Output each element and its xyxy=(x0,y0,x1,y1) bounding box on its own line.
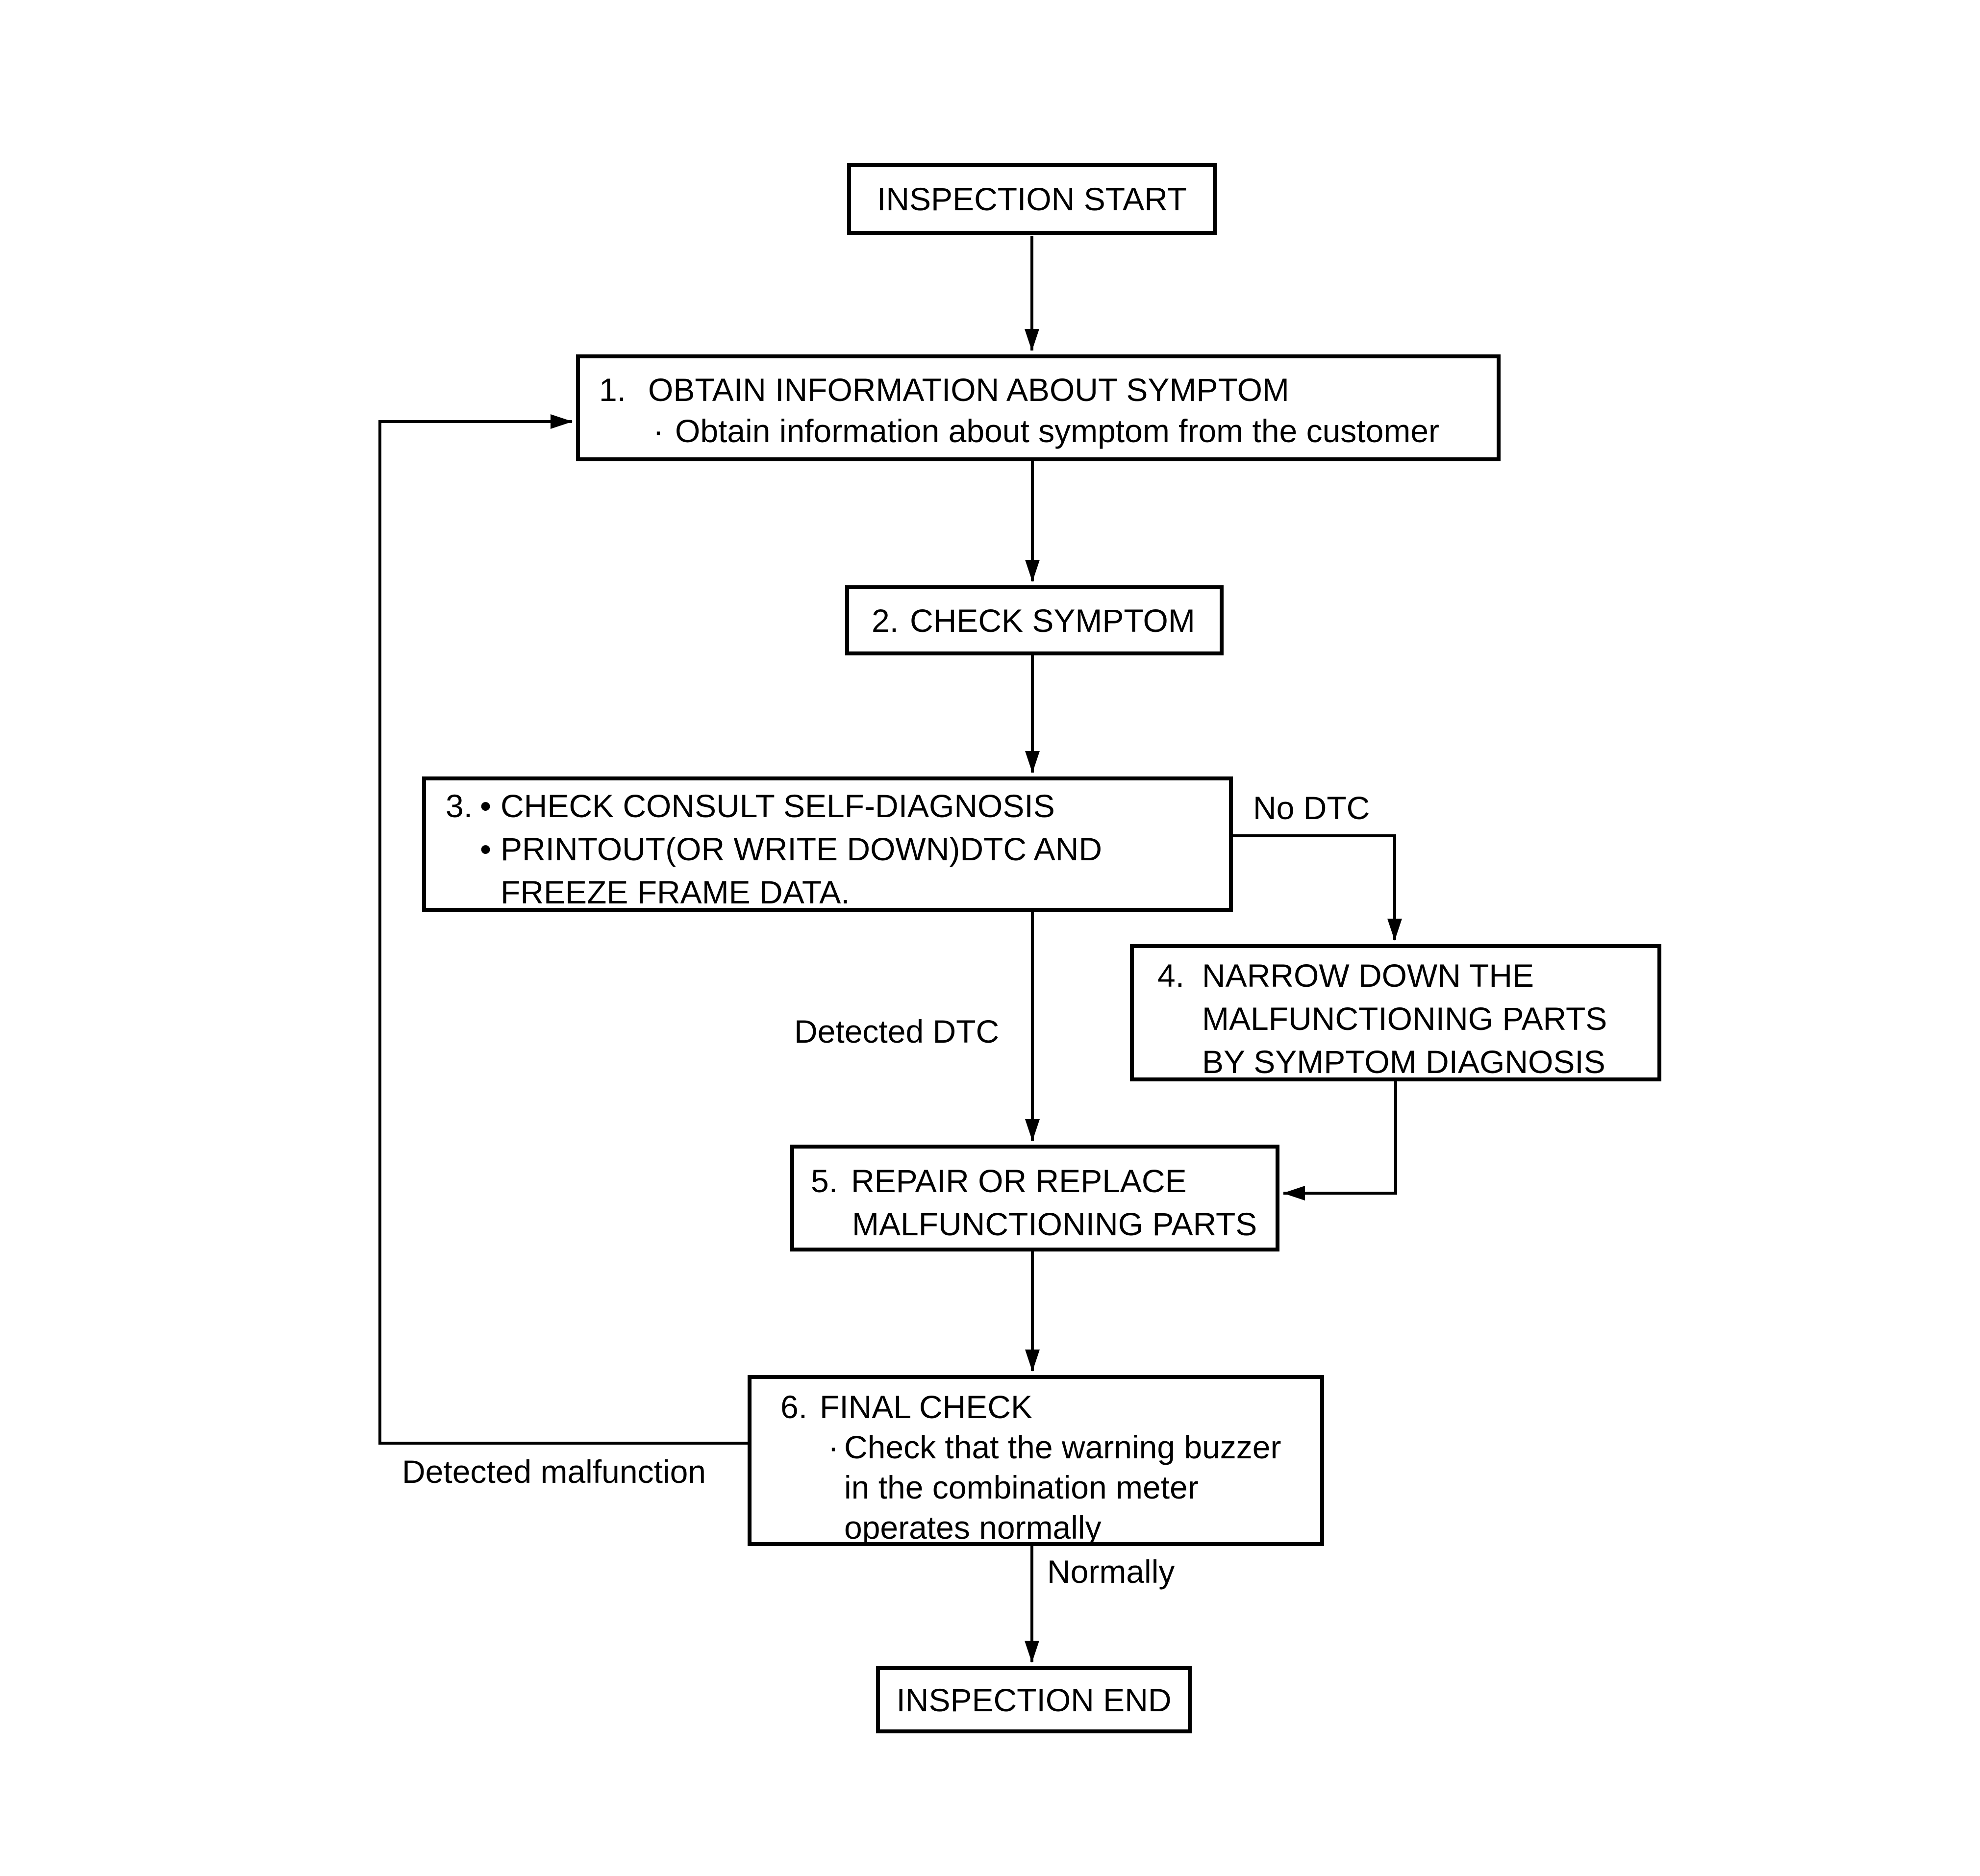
bullet-icon: • xyxy=(480,788,492,824)
node-inspection-end: INSPECTION END xyxy=(876,1666,1192,1733)
step5-text1: REPAIR OR REPLACE xyxy=(851,1163,1187,1199)
edge-step3-to-step4-no-dtc xyxy=(1230,834,1402,941)
node-step4-narrow-down: 4. NARROW DOWN THE MALFUNCTIONING PARTS B… xyxy=(1130,944,1661,1081)
edge-label-no-dtc: No DTC xyxy=(1253,790,1370,826)
step3-line3: FREEZE FRAME DATA. xyxy=(501,871,1224,914)
step2-number: 2. xyxy=(872,602,899,639)
step3-text1: CHECK CONSULT SELF-DIAGNOSIS xyxy=(501,788,1055,824)
step3-text2: PRINTOUT(OR WRITE DOWN)DTC AND xyxy=(501,831,1103,867)
step4-line2: MALFUNCTIONING PARTS xyxy=(1202,997,1653,1040)
step1-note: Obtain information about symptom from th… xyxy=(675,413,1439,449)
step4-text3: BY SYMPTOM DIAGNOSIS xyxy=(1202,1044,1605,1080)
dot-bullet-icon: · xyxy=(828,1429,839,1465)
step6-title: FINAL CHECK xyxy=(820,1389,1032,1425)
step5-line1: 5. REPAIR OR REPLACE xyxy=(811,1159,1271,1202)
node-step1-obtain-information: 1. OBTAIN INFORMATION ABOUT SYMPTOM · Obta… xyxy=(576,354,1501,461)
step6-detail-line2: in the combination meter xyxy=(844,1467,1315,1507)
dot-bullet-icon: · xyxy=(653,413,664,449)
edge-step4-to-step5 xyxy=(1283,1081,1397,1201)
step4-line3: BY SYMPTOM DIAGNOSIS xyxy=(1202,1040,1653,1083)
node-step2-check-symptom: 2. CHECK SYMPTOM xyxy=(845,585,1224,655)
step6-detail2: in the combination meter xyxy=(844,1469,1199,1505)
inspection-start-label: INSPECTION START xyxy=(877,181,1187,217)
step5-number: 5. xyxy=(811,1163,838,1199)
step2-title: CHECK SYMPTOM xyxy=(910,602,1195,639)
node-step5-repair-replace: 5. REPAIR OR REPLACE MALFUNCTIONING PARTS xyxy=(790,1145,1279,1251)
node-step6-final-check: 6. FINAL CHECK ·Check that the warning bu… xyxy=(748,1375,1324,1546)
bullet-icon: • xyxy=(480,831,492,867)
edge-label-detected-dtc: Detected DTC xyxy=(794,1013,1000,1050)
step3-text3: FREEZE FRAME DATA. xyxy=(501,874,850,910)
step6-title-line: 6. FINAL CHECK xyxy=(780,1387,1315,1427)
step4-line1: 4. NARROW DOWN THE xyxy=(1157,954,1653,997)
node-inspection-start: INSPECTION START xyxy=(847,163,1217,235)
step3-line1: 3.•CHECK CONSULT SELF-DIAGNOSIS xyxy=(446,784,1224,827)
step5-line2: MALFUNCTIONING PARTS xyxy=(852,1202,1271,1246)
edge-label-normally: Normally xyxy=(1047,1553,1175,1590)
edge-step6-to-step1-detected-malfunction xyxy=(378,414,749,1445)
step1-note-line: · Obtain information about symptom from t… xyxy=(653,410,1492,451)
step1-title: OBTAIN INFORMATION ABOUT SYMPTOM xyxy=(648,372,1289,408)
step6-number: 6. xyxy=(780,1389,808,1425)
step3-number: 3. xyxy=(446,788,473,824)
step4-text2: MALFUNCTIONING PARTS xyxy=(1202,1001,1607,1037)
edge-label-detected-malfunction: Detected malfunction xyxy=(402,1453,706,1490)
step2-title-line: 2. CHECK SYMPTOM xyxy=(872,602,1195,639)
step1-number: 1. xyxy=(599,372,627,408)
step3-line2: •PRINTOUT(OR WRITE DOWN)DTC AND xyxy=(480,827,1224,871)
step5-text2: MALFUNCTIONING PARTS xyxy=(852,1206,1257,1242)
inspection-end-label: INSPECTION END xyxy=(896,1681,1172,1718)
step4-text1: NARROW DOWN THE xyxy=(1202,957,1534,994)
step6-detail-line1: ·Check that the warning buzzer xyxy=(828,1427,1315,1467)
step6-detail-line3: operates normally xyxy=(844,1507,1315,1548)
step6-detail1: Check that the warning buzzer xyxy=(844,1429,1281,1465)
step6-detail3: operates normally xyxy=(844,1509,1102,1546)
step1-title-line: 1. OBTAIN INFORMATION ABOUT SYMPTOM xyxy=(599,369,1492,410)
node-step3-check-consult: 3.•CHECK CONSULT SELF-DIAGNOSIS •PRINTOU… xyxy=(422,776,1233,912)
step4-number: 4. xyxy=(1157,957,1185,994)
